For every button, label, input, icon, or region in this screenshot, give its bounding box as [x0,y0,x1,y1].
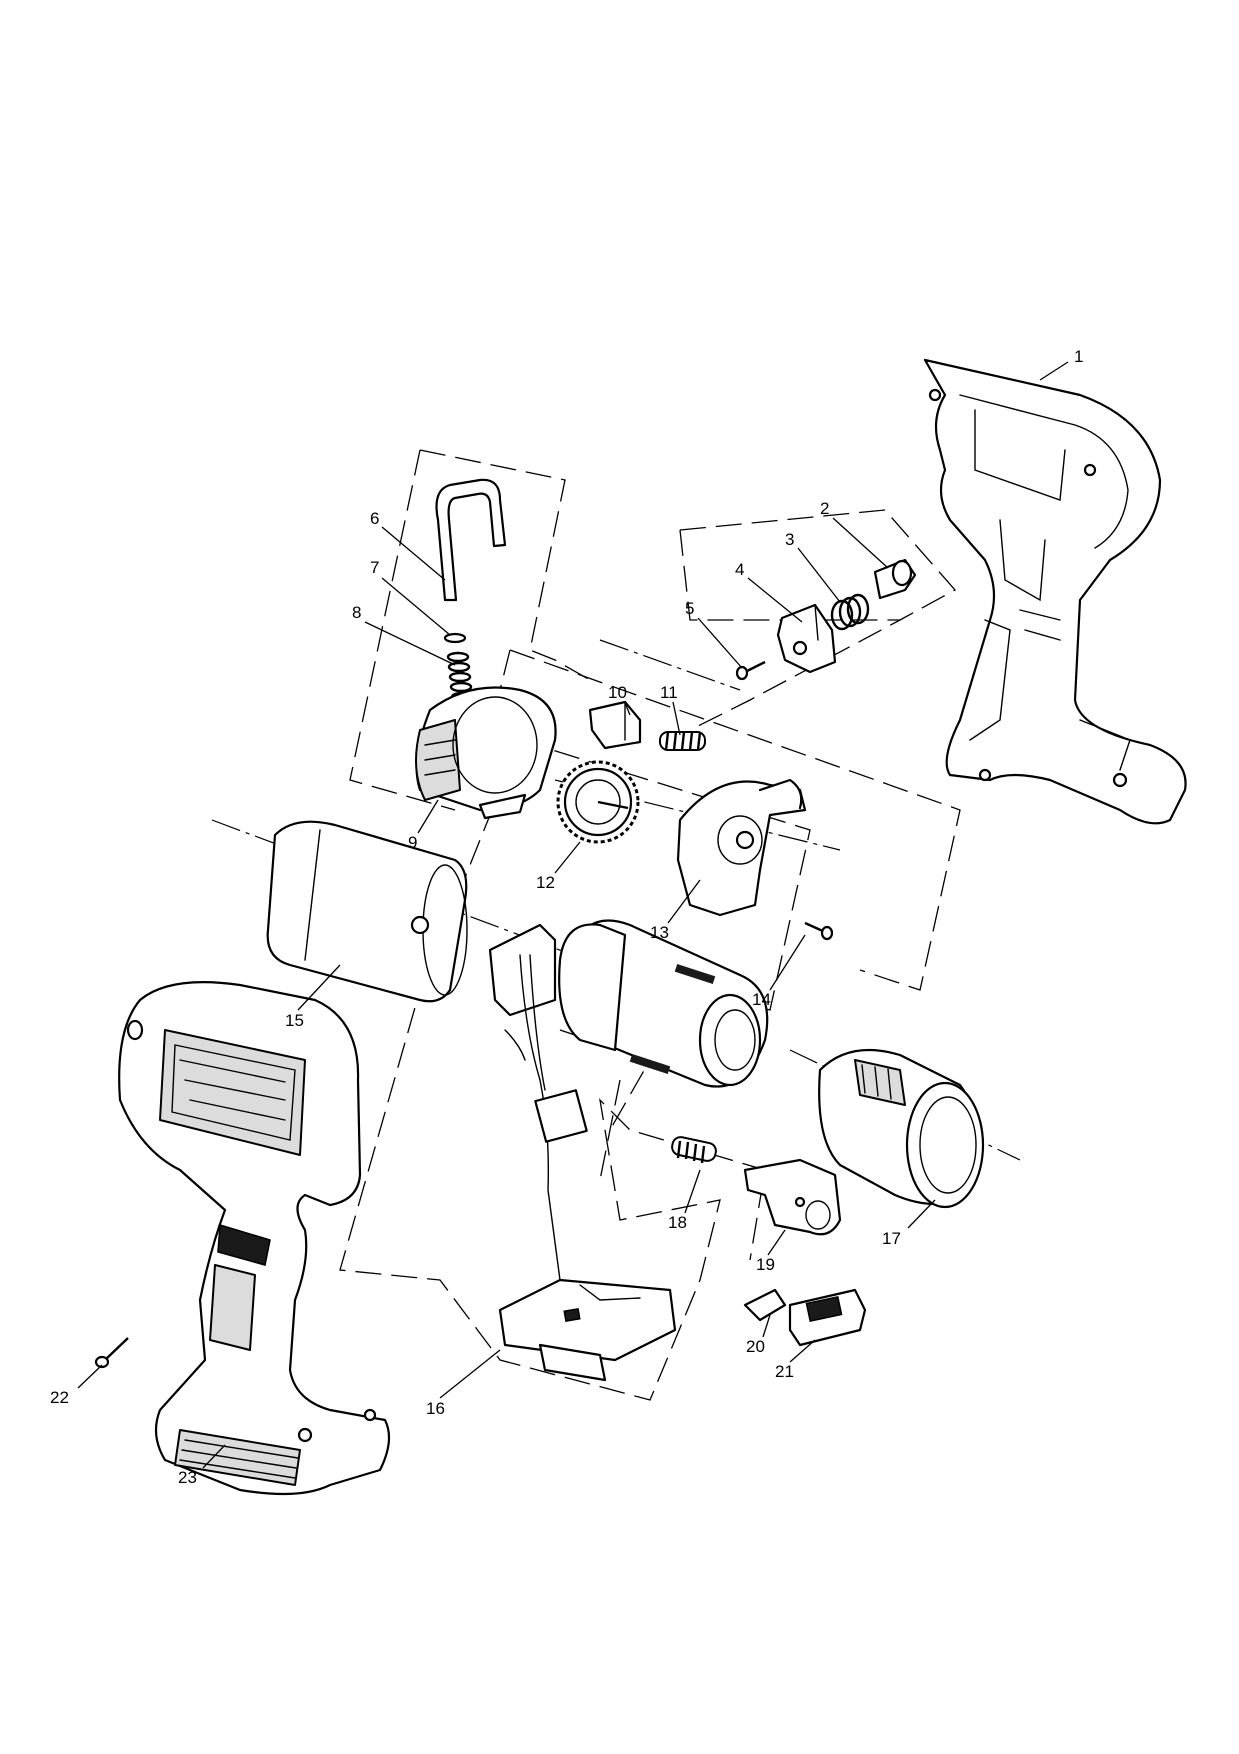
leader-lines [77,361,1069,1469]
callout-7: 7 [370,558,379,577]
callout-23: 23 [178,1468,197,1487]
callout-13: 13 [650,923,669,942]
part-21-switch-knob [788,1288,867,1347]
part-11-spring [659,731,706,751]
part-15-motor-can [266,820,468,1003]
part-7-retaining-clip [443,632,467,644]
part-13-switch-housing [676,778,807,917]
callout-12: 12 [536,873,555,892]
part-12-gear [556,760,640,844]
callout-16: 16 [426,1399,445,1418]
callout-14: 14 [752,990,771,1009]
part-17-front-housing [818,1048,985,1209]
part-22-screw [94,1337,129,1369]
housing-half-left [118,981,391,1496]
callout-11: 11 [660,683,678,702]
part-10-slider-block [588,700,642,750]
callout-17: 17 [882,1229,901,1248]
callout-labels: 1 2 3 4 5 6 7 8 9 10 11 12 13 14 15 16 1… [50,347,1083,1487]
part-5-screw [735,660,766,681]
part-6-belt-hook [435,478,507,602]
part-18-spring [671,1136,717,1164]
callout-8: 8 [352,603,361,622]
callout-18: 18 [668,1213,687,1232]
part-19-shift-lever [743,1158,842,1236]
part-20-clip [743,1288,787,1322]
callout-2: 2 [820,499,829,518]
callout-15: 15 [285,1011,304,1030]
callout-20: 20 [746,1337,765,1356]
assembly-group-outlines [339,449,961,1401]
motor-assembly [558,919,769,1088]
callout-19: 19 [756,1255,775,1274]
part-2-plunger [873,558,917,600]
callout-21: 21 [775,1362,794,1381]
callout-4: 4 [735,560,744,579]
part-9-gear-case [415,686,557,820]
callout-1: 1 [1074,347,1083,366]
callout-9: 9 [408,833,417,852]
part-1-housing-half-right [923,358,1187,825]
part-14-screw [804,921,834,941]
callout-6: 6 [370,509,379,528]
callout-22: 22 [50,1388,69,1407]
callout-10: 10 [608,683,627,702]
callout-3: 3 [785,530,794,549]
part-4-bracket [776,603,837,674]
callout-5: 5 [685,599,694,618]
part-16-switch-pcb-assembly [488,923,677,1382]
part-3-spring [830,593,870,631]
